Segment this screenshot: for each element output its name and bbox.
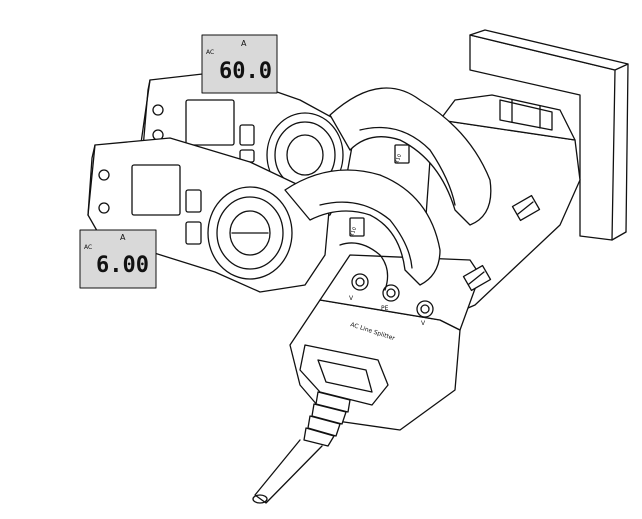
clamp-meter-lower [87, 137, 441, 293]
top-value: 60.0 [219, 59, 272, 84]
lcd-readout-bottom [79, 229, 157, 289]
top-unit-label: A [241, 39, 247, 48]
ac-line-splitter [252, 94, 581, 504]
jack-right-label: V [421, 320, 426, 327]
jack-center-label: PE [381, 305, 389, 312]
lcd-readout-top [201, 34, 278, 94]
top-ac-label: AC [206, 49, 214, 56]
slot-label-upper: X10 [394, 153, 403, 164]
slot-label-lower: X10 [349, 226, 358, 237]
jack-left-label: V [349, 295, 354, 302]
bottom-value: 6.00 [96, 253, 149, 278]
bottom-unit-label: A [120, 233, 126, 242]
wall-outlet [469, 29, 629, 241]
bottom-ac-label: AC [84, 244, 92, 251]
